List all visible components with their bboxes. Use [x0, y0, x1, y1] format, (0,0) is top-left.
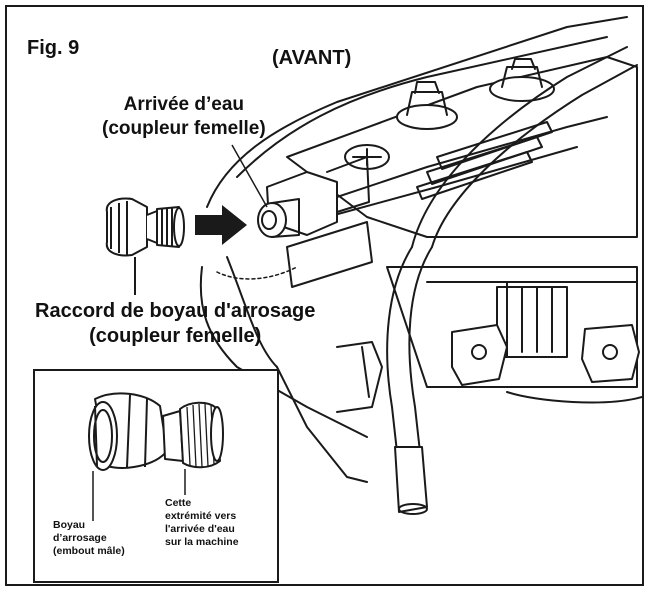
hose-connector-label: Raccord de boyau d'arrosage (coupleur fe…: [35, 299, 315, 349]
figure-label: Fig. 9: [27, 37, 80, 59]
hose-end-detail-illustration: [88, 392, 224, 521]
hose-connector-label-line2: (coupleur femelle): [89, 325, 262, 347]
figure-frame: Fig. 9 (AVANT) Arrivée d’eau (coupleur f…: [5, 5, 644, 586]
front-orientation-label: (AVANT): [272, 47, 352, 69]
inset-hose-label-line1: Boyau: [53, 519, 86, 531]
inset-end-label: Cette extrémité vers l'arrivée d'eau sur…: [165, 497, 239, 549]
arrow-right-icon: [195, 205, 247, 245]
inset-end-label-line3: l'arrivée d'eau: [165, 523, 235, 535]
pressure-washer-illustration: [105, 16, 642, 515]
water-inlet-label-line1: Arrivée d’eau: [123, 94, 245, 115]
inset-end-label-line4: sur la machine: [165, 536, 239, 548]
inset-end-label-line1: Cette: [165, 497, 192, 509]
inset-detail-box: Boyau d’arrosage (embout mâle) Cette ext…: [33, 369, 279, 583]
inset-hose-label: Boyau d’arrosage (embout mâle): [53, 519, 125, 558]
hose-coupler-icon: [105, 197, 185, 295]
water-inlet-label: Arrivée d’eau (coupleur femelle): [102, 93, 266, 141]
inset-hose-label-line3: (embout mâle): [53, 545, 125, 557]
body-top-edge: [206, 16, 628, 208]
inset-hose-label-line2: d’arrosage: [53, 532, 107, 544]
hose-connector-label-line1: Raccord de boyau d'arrosage: [35, 300, 316, 322]
water-inlet-label-line2: (coupleur femelle): [102, 118, 266, 139]
inset-end-label-line2: extrémité vers: [165, 510, 237, 522]
